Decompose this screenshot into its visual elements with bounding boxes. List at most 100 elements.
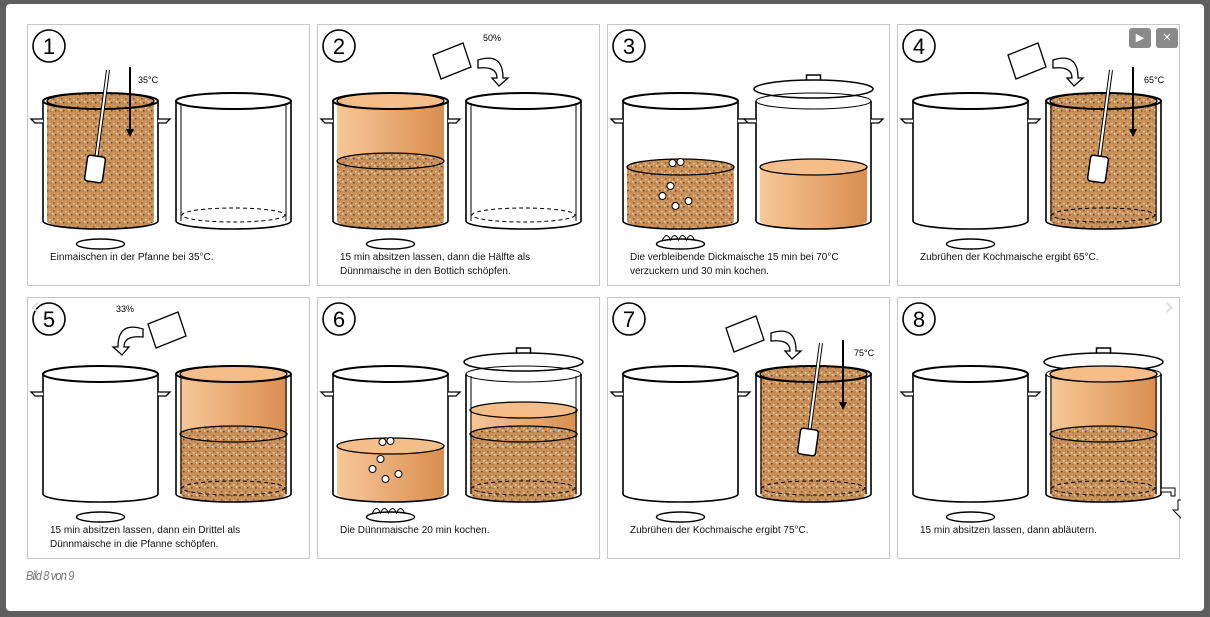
burner <box>365 238 416 250</box>
wort <box>337 446 444 502</box>
mash <box>1050 434 1157 502</box>
liquid-surface <box>469 425 578 443</box>
pot-wall <box>1045 101 1162 230</box>
play-button[interactable]: ▶ <box>1129 28 1151 48</box>
pot-rim <box>42 365 159 383</box>
inner-wall <box>180 376 287 494</box>
pot-rim <box>42 92 159 110</box>
false-bottom <box>471 207 576 223</box>
inner-wall <box>1050 376 1157 494</box>
step-number: 7 <box>623 307 635 332</box>
pot-rim <box>622 365 739 383</box>
pot <box>742 74 885 230</box>
step-number: 1 <box>43 34 55 59</box>
step-label: 65°C <box>1144 75 1165 85</box>
bubble <box>394 470 403 478</box>
false-bottom <box>181 207 286 223</box>
liquid-surface <box>1049 425 1158 443</box>
mash <box>337 161 444 229</box>
mash <box>180 434 287 502</box>
step-caption: Die verbleibende Dickmaische 15 min bei … <box>630 252 839 277</box>
image-counter: Bild 8 von 9 <box>26 568 74 583</box>
burner <box>365 511 416 523</box>
pot-wall <box>175 101 292 230</box>
pot-wall <box>332 374 449 503</box>
liquid-surface <box>336 152 445 170</box>
paddle-blade <box>796 427 820 457</box>
pot-rim <box>912 92 1029 110</box>
inner-wall <box>180 103 287 221</box>
pot <box>463 347 584 503</box>
false-bottom <box>471 480 576 496</box>
flame-icon <box>662 235 695 242</box>
step-illustration: 8 <box>899 302 1181 523</box>
step-number: 6 <box>333 307 345 332</box>
paddle-shaft <box>95 69 109 161</box>
pot-wall <box>1045 374 1162 503</box>
burner <box>75 511 126 523</box>
chevron-left-icon: ‹ <box>30 292 41 322</box>
flame-icon <box>372 508 405 515</box>
burner <box>945 238 996 250</box>
pot-rim <box>755 365 872 383</box>
pot <box>609 92 752 250</box>
burner <box>945 511 996 523</box>
bubble <box>684 197 693 205</box>
pot-wall <box>622 101 739 230</box>
pot-rim <box>912 365 1029 383</box>
pot-wall <box>465 374 582 503</box>
bubble <box>668 159 677 167</box>
step-number-badge <box>322 29 356 63</box>
paddle-shaft <box>808 342 822 434</box>
step-label: 50% <box>483 33 501 43</box>
pot-handles <box>742 118 885 124</box>
step-caption: Zubrühen der Kochmaische ergibt 65°C. <box>920 252 1099 263</box>
step-number-badge <box>902 29 936 63</box>
pot <box>1043 347 1181 519</box>
step-label: 35°C <box>138 75 159 85</box>
jug-icon <box>147 311 187 349</box>
pot-wall <box>42 101 159 230</box>
bubble <box>676 158 685 166</box>
step-label: 33% <box>116 304 134 314</box>
pot <box>319 365 462 523</box>
step-caption: Die Dünnmaische 20 min kochen. <box>340 525 490 536</box>
step-number-badge <box>32 29 66 63</box>
thermometer-tip <box>126 129 134 137</box>
wort <box>337 101 444 169</box>
close-button[interactable]: ✕ <box>1156 28 1178 48</box>
pot-rim <box>465 365 582 383</box>
pot <box>899 365 1042 523</box>
pot-handles <box>29 391 172 397</box>
next-button[interactable]: › <box>1164 292 1174 322</box>
liquid-surface <box>759 158 868 176</box>
pot <box>319 92 462 250</box>
lightbox: 1 35°C Einmaischen in der Pfanne bei 35°C.… <box>6 4 1204 611</box>
pot <box>29 365 172 523</box>
prev-button[interactable]: ‹ <box>30 292 40 322</box>
pot-rim <box>622 92 739 110</box>
step-caption: Einmaischen in der Pfanne bei 35°C. <box>50 252 214 263</box>
pot <box>609 365 752 523</box>
pot-wall <box>912 101 1029 230</box>
step-caption: 15 min absitzen lassen, dann die Hälfte … <box>340 252 531 277</box>
false-bottom <box>1051 207 1156 223</box>
false-bottom <box>181 480 286 496</box>
pot-wall <box>912 374 1029 503</box>
burner <box>655 238 706 250</box>
paddle-shaft <box>1098 69 1112 161</box>
pot-handles <box>319 118 462 124</box>
paddle-blade <box>83 154 107 184</box>
step-caption: 15 min absitzen lassen, dann abläutern. <box>920 525 1097 536</box>
step-panel: 1 35°C Einmaischen in der Pfanne bei 35°C. <box>27 24 310 286</box>
pot-rim <box>1045 92 1162 110</box>
step-illustration: 1 35°C <box>29 29 292 250</box>
false-bottom <box>761 480 866 496</box>
step-number-badge <box>322 302 356 336</box>
inner-wall <box>1050 103 1157 221</box>
pot-rim <box>755 92 872 110</box>
wort <box>180 374 287 442</box>
